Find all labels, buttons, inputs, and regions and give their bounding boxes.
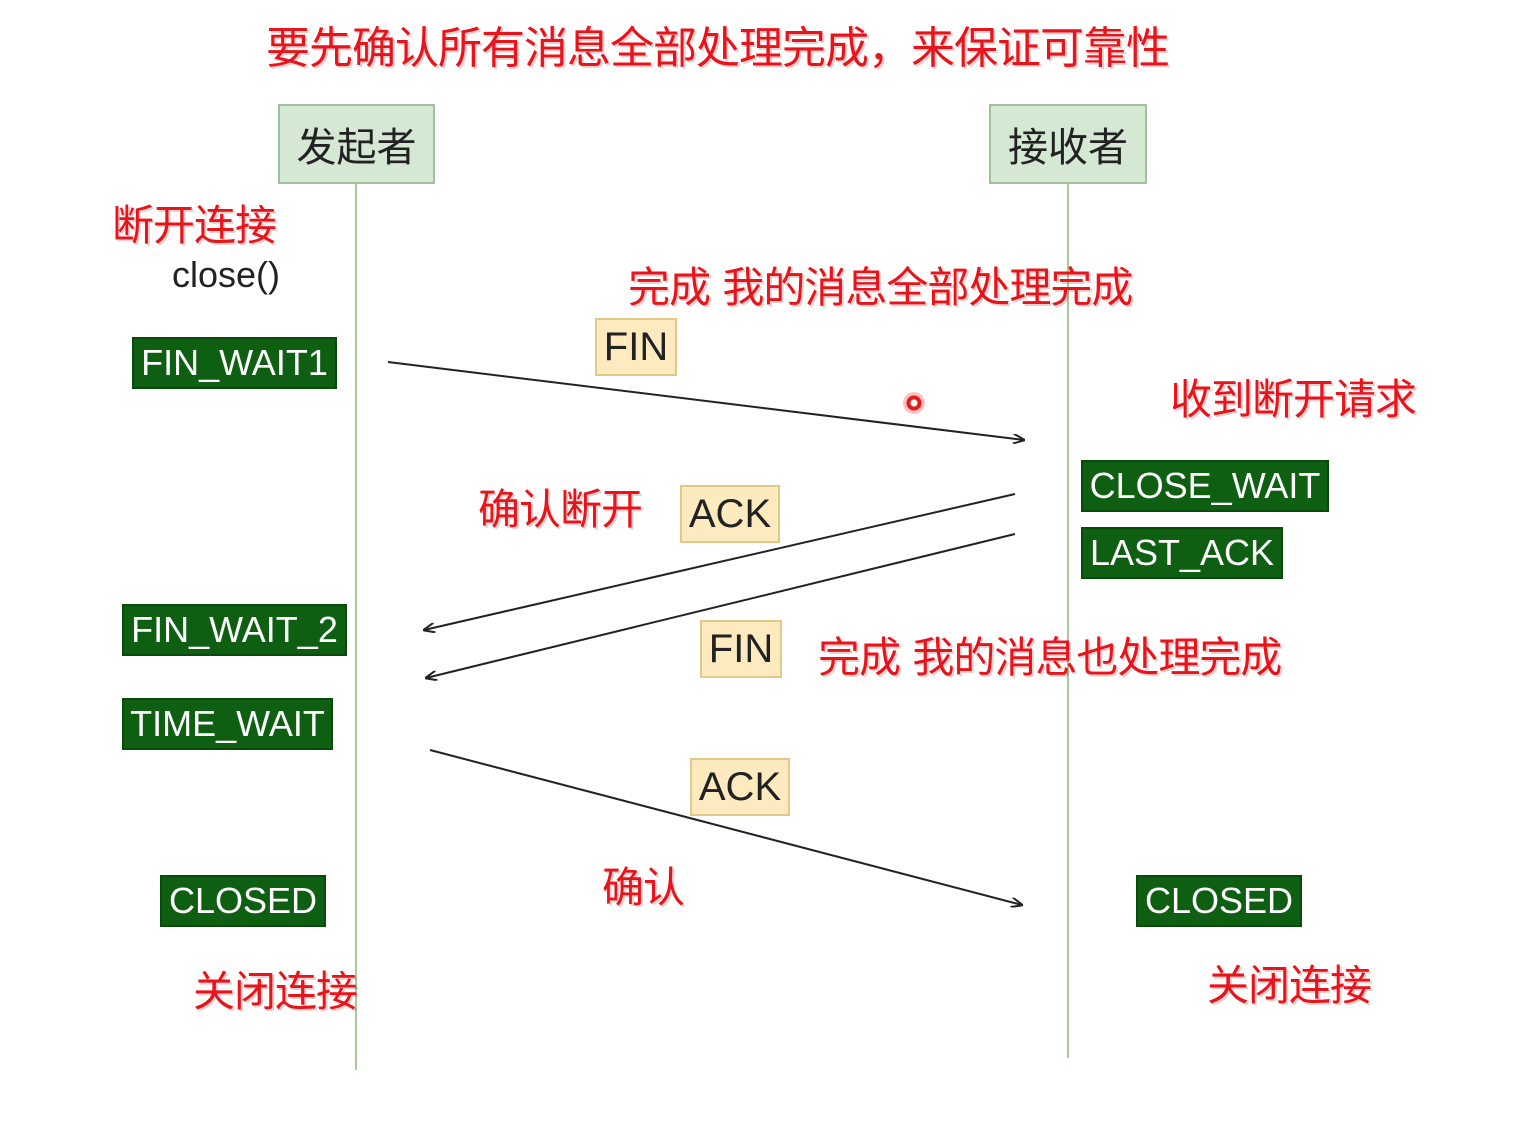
initiator-actor: 发起者 (278, 104, 435, 184)
state-closed-receiver: CLOSED (1136, 875, 1302, 927)
fin2-message: FIN (700, 620, 782, 678)
receiver-lifeline (1067, 182, 1069, 1058)
ack2-message: ACK (690, 758, 790, 816)
confirm-disconnect-note: 确认断开 (478, 485, 643, 534)
diagram-title: 要先确认所有消息全部处理完成，来保证可靠性 (266, 23, 1170, 74)
fin2-arrow (426, 533, 1016, 678)
close-call-label: close() (172, 254, 281, 295)
close-right-note: 关闭连接 (1207, 961, 1372, 1010)
state-fin-wait1: FIN_WAIT1 (132, 337, 337, 389)
state-last-ack: LAST_ACK (1081, 527, 1283, 579)
initiator-lifeline (355, 182, 357, 1070)
received-request-note: 收到断开请求 (1170, 375, 1417, 424)
fin1-message: FIN (595, 318, 677, 376)
state-time-wait: TIME_WAIT (122, 698, 333, 750)
disconnect-note: 断开连接 (112, 201, 277, 250)
done-second-note: 完成 我的消息也处理完成 (818, 633, 1282, 682)
pointer-cursor-icon (903, 392, 925, 414)
ack1-message: ACK (680, 485, 780, 543)
fin1-arrow (387, 361, 1024, 440)
state-fin-wait2: FIN_WAIT_2 (122, 604, 347, 656)
ack1-arrow (424, 493, 1016, 630)
receiver-actor: 接收者 (989, 104, 1147, 184)
close-left-note: 关闭连接 (193, 967, 358, 1016)
confirm-note: 确认 (602, 863, 685, 912)
ack2-arrow (429, 749, 1022, 905)
state-close-wait: CLOSE_WAIT (1081, 460, 1329, 512)
state-closed-initiator: CLOSED (160, 875, 326, 927)
done-first-note: 完成 我的消息全部处理完成 (628, 263, 1133, 312)
